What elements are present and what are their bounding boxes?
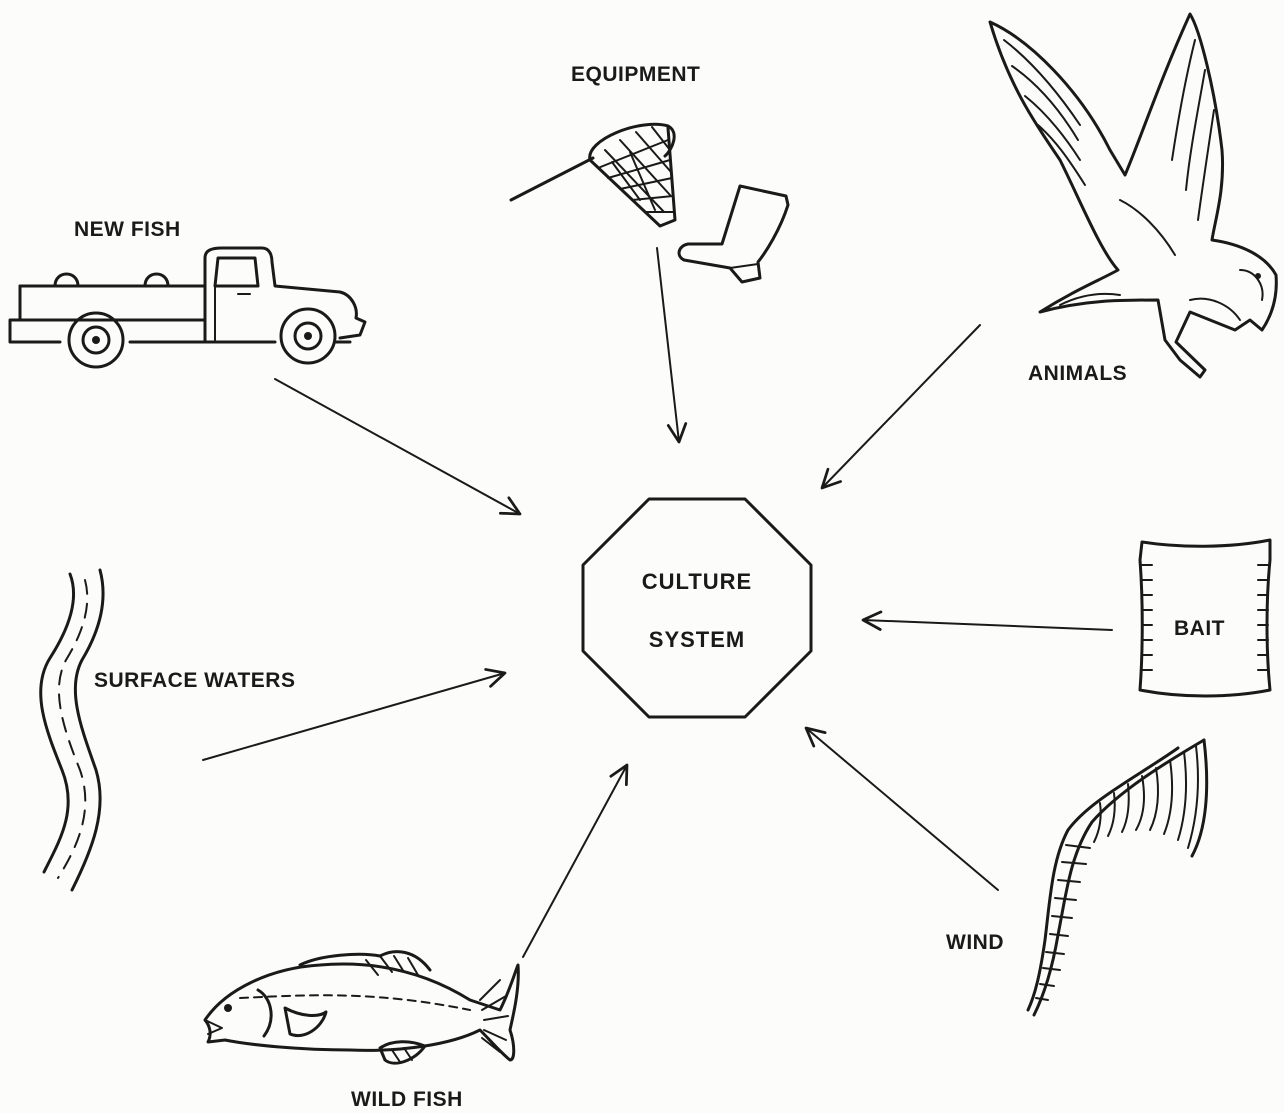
stream-icon bbox=[41, 570, 103, 890]
culture-system-label-line2: SYSTEM bbox=[582, 627, 812, 653]
arrow-equipment bbox=[657, 248, 679, 442]
arrow-new-fish bbox=[275, 379, 520, 514]
bait-label: BAIT bbox=[1174, 617, 1225, 641]
boot-icon bbox=[679, 186, 788, 282]
wild-fish-label: WILD FISH bbox=[351, 1088, 463, 1112]
arrow-wind bbox=[806, 728, 998, 890]
bird-icon bbox=[990, 14, 1276, 377]
new-fish-label: NEW FISH bbox=[74, 218, 181, 242]
arrow-bait bbox=[863, 620, 1112, 630]
surface-waters-label: SURFACE WATERS bbox=[94, 669, 295, 693]
culture-system-octagon bbox=[583, 499, 811, 717]
arrow-wild-fish bbox=[523, 765, 627, 957]
equipment-label: EQUIPMENT bbox=[571, 63, 700, 87]
wind-funnel-icon bbox=[1028, 740, 1207, 1015]
culture-system-label-line1: CULTURE bbox=[582, 569, 812, 595]
fish-icon bbox=[205, 952, 518, 1064]
dip-net-icon bbox=[511, 124, 675, 226]
pickup-truck-icon bbox=[10, 248, 365, 367]
wind-label: WIND bbox=[946, 931, 1004, 955]
animals-label: ANIMALS bbox=[1028, 362, 1127, 386]
arrow-animals bbox=[822, 325, 980, 488]
